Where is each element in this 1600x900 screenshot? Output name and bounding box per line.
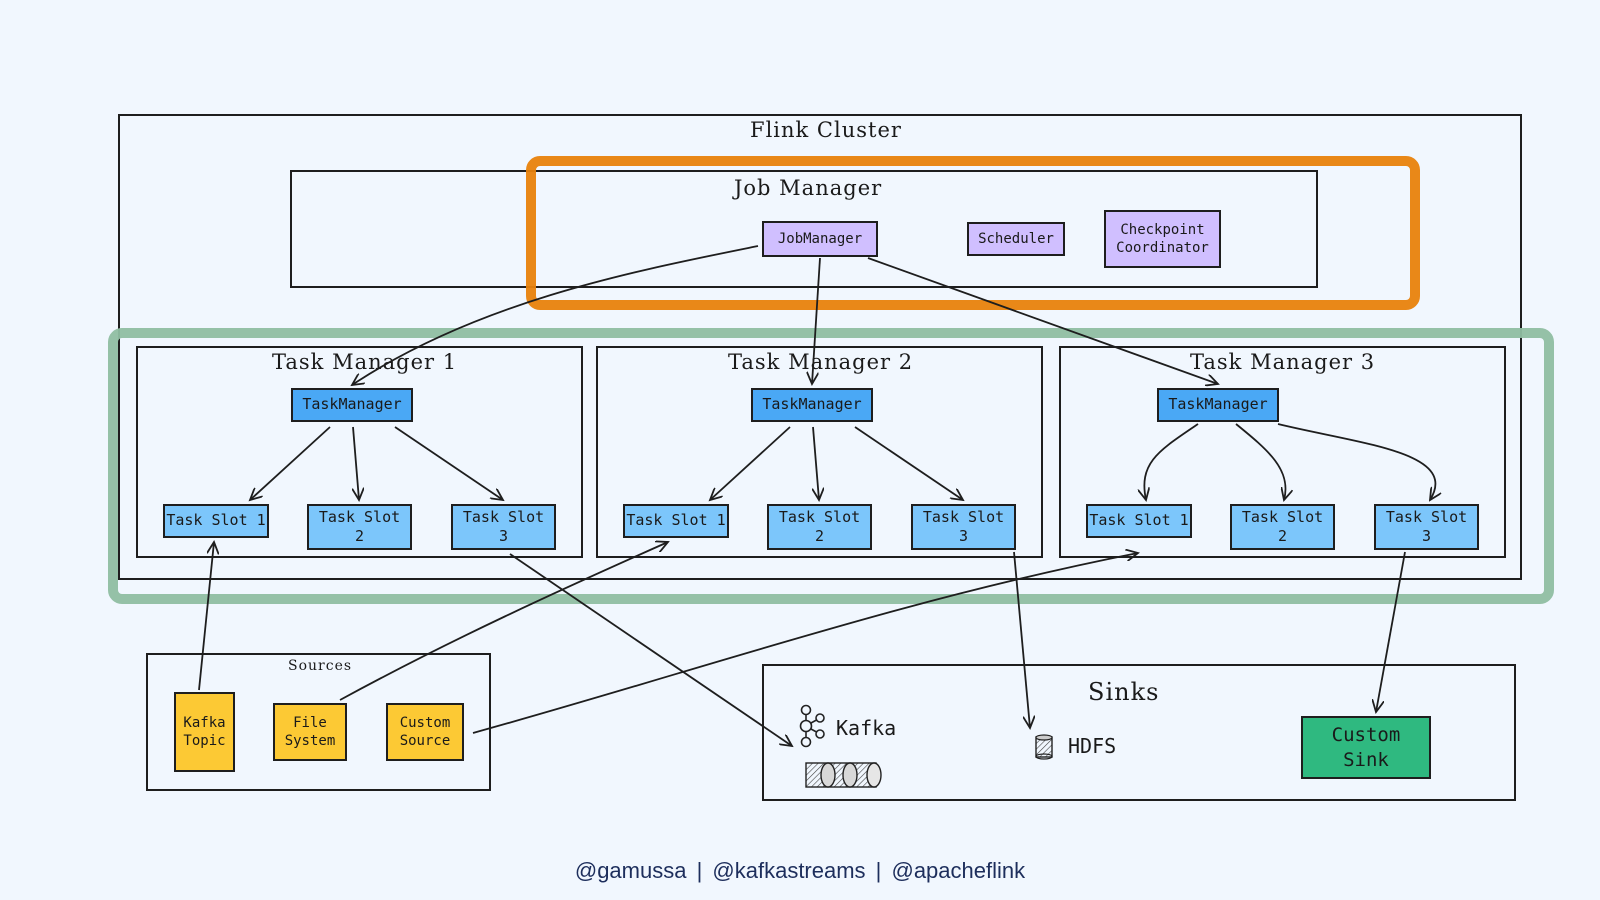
- tm2-task-slot-1: Task Slot 1: [623, 504, 729, 538]
- tm1-task-slot-2: Task Slot 2: [307, 504, 412, 550]
- sources-title: Sources: [288, 658, 353, 674]
- task-manager-1-node: TaskManager: [291, 388, 413, 422]
- jobmanager-node: JobManager: [762, 221, 878, 257]
- task-manager-3-frame: [1059, 346, 1506, 558]
- task-manager-2-title: Task Manager 2: [728, 350, 914, 374]
- tm3-task-slot-3: Task Slot 3: [1374, 504, 1479, 550]
- job-manager-frame: [290, 170, 1318, 288]
- task-manager-1-title: Task Manager 1: [272, 350, 458, 374]
- task-manager-3-title: Task Manager 3: [1190, 350, 1376, 374]
- task-manager-3-node: TaskManager: [1157, 388, 1279, 422]
- job-manager-title: Job Manager: [734, 176, 883, 200]
- file-system-source: File System: [273, 703, 347, 761]
- kafka-topic-source: Kafka Topic: [174, 692, 235, 772]
- custom-sink-node: Custom Sink: [1301, 716, 1431, 779]
- tm3-task-slot-2: Task Slot 2: [1230, 504, 1335, 550]
- kafka-icon: [799, 704, 825, 748]
- scheduler-node: Scheduler: [967, 222, 1065, 256]
- tm3-task-slot-1: Task Slot 1: [1086, 504, 1192, 538]
- tm2-task-slot-2: Task Slot 2: [767, 504, 872, 550]
- footer-handles: @gamussa | @kafkastreams | @apacheflink: [574, 858, 1026, 883]
- kafka-sink-label: Kafka: [836, 716, 897, 740]
- sinks-title: Sinks: [1088, 678, 1160, 706]
- hdfs-sink-label: HDFS: [1068, 734, 1117, 758]
- tm1-task-slot-3: Task Slot 3: [451, 504, 556, 550]
- checkpoint-coordinator-node: Checkpoint Coordinator: [1104, 210, 1221, 268]
- flink-cluster-title: Flink Cluster: [750, 118, 902, 142]
- tm2-task-slot-3: Task Slot 3: [911, 504, 1016, 550]
- hdfs-database-icon: [1035, 734, 1053, 760]
- custom-source: Custom Source: [386, 703, 464, 761]
- task-manager-2-node: TaskManager: [751, 388, 873, 422]
- kafka-log-icon: [805, 762, 882, 788]
- tm1-task-slot-1: Task Slot 1: [163, 504, 269, 538]
